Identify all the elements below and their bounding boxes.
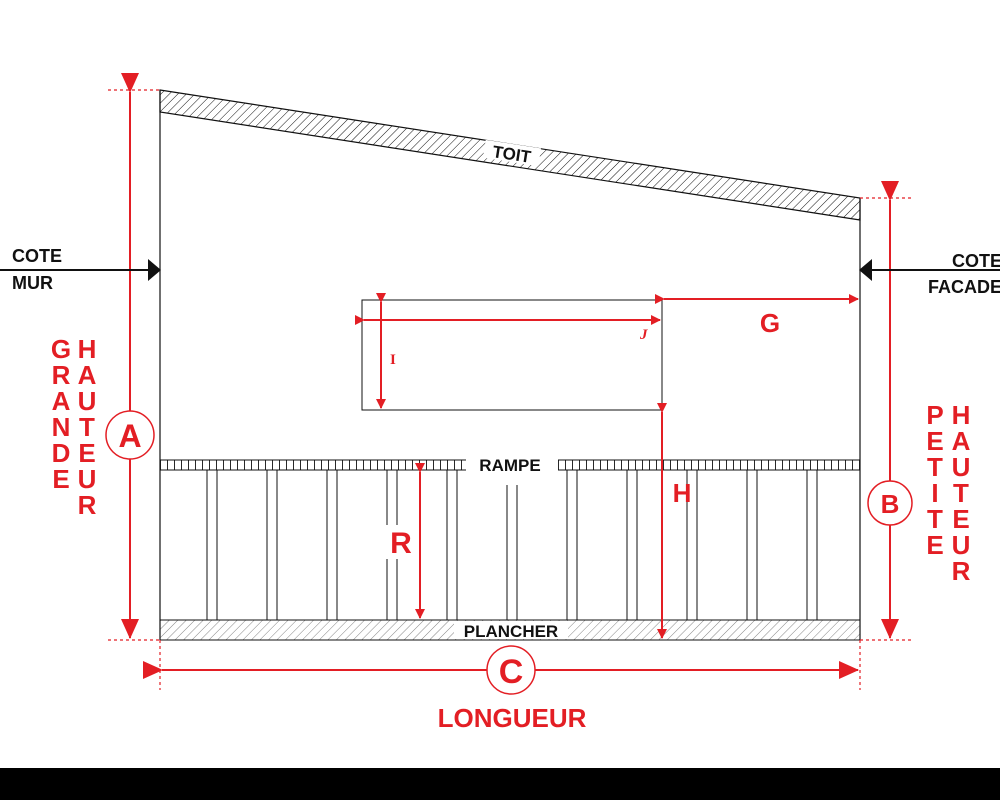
- dim-b-circle: [867, 480, 913, 526]
- dim-r-label: R: [390, 527, 412, 560]
- dim-c-label: C: [499, 653, 524, 691]
- cote-mur-label-1: COTE: [12, 246, 62, 266]
- bottom-bar: [0, 768, 1000, 800]
- railing-right-rail: [558, 459, 860, 471]
- dim-i-label: I: [390, 352, 396, 368]
- dim-j-label: J: [639, 327, 648, 343]
- dim-b-label: B: [881, 489, 900, 519]
- window: [361, 299, 663, 411]
- dim-c-circle: [486, 645, 536, 695]
- floor-label: PLANCHER: [464, 622, 558, 641]
- dim-g-label: G: [760, 308, 780, 338]
- railing-balusters: [206, 470, 818, 620]
- cote-facade-arrow-head: [859, 259, 872, 281]
- dim-a-label: A: [118, 418, 141, 454]
- dim-a-circle: [105, 410, 155, 460]
- railing-label: RAMPE: [479, 456, 540, 475]
- railing-left-rail: [160, 459, 466, 471]
- railing: [160, 459, 860, 620]
- dim-h-label: H: [673, 478, 692, 508]
- cote-facade-label-1: COTE: [952, 251, 1000, 271]
- cote-mur-label-2: MUR: [12, 273, 53, 293]
- cote-mur-arrow-head: [148, 259, 161, 281]
- roof-label-bg: [482, 139, 542, 167]
- cote-facade-label-2: FACADE: [928, 277, 1000, 297]
- floor-label-bg: [454, 621, 568, 639]
- longueur-label: LONGUEUR: [438, 703, 587, 733]
- dim-r-label-bg: [386, 525, 416, 559]
